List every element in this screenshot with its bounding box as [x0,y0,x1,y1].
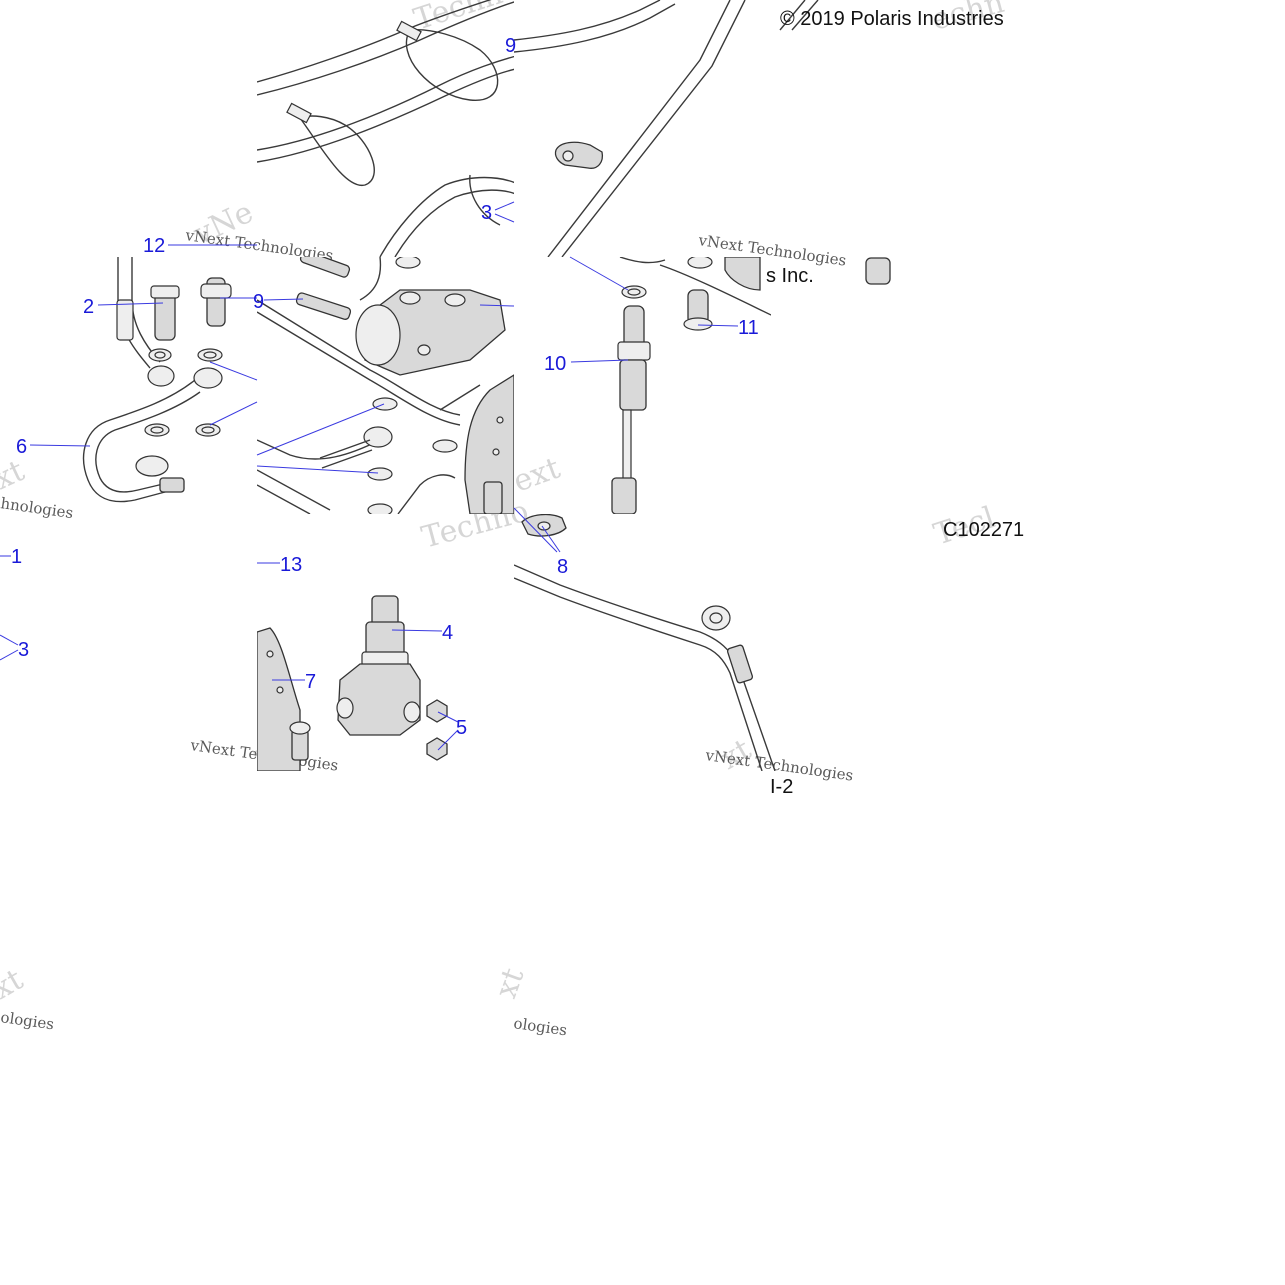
watermark-layer: Techno vNe xt Techno ext echn Tecl Tec x… [0,0,1008,1039]
drawing-number: C102271 [943,519,1024,541]
callout-2: 2 [83,296,94,318]
watermark-brand: hnologies [0,494,74,522]
callout-5: 5 [456,717,467,739]
callout-13: 13 [280,554,302,576]
watermark-brand: vNext Technologies [696,231,847,270]
watermark-fragment: xt [0,962,29,1007]
callout-3: 3 [481,202,492,224]
callout-9: 9 [505,35,516,57]
reference-fragment: I-2 [770,776,793,798]
tile-fitting-stub: s Inc. [766,257,891,287]
copyright-notice: © 2019 Polaris Industries [780,8,1004,30]
tile-valve-block [257,257,514,514]
callout-11: 11 [738,317,759,339]
watermark-fragment: xt [489,964,532,1003]
watermark-brand: ologies [0,1008,55,1033]
callout-4: 4 [442,622,453,644]
tile-brake-line-eyelet: I-2 [514,514,793,798]
tile-brake-lines-left [82,257,232,503]
tile-proportioning-valve [257,595,448,771]
watermark-fragment: Techno [410,0,524,38]
tile-cable-ties [257,0,514,257]
callout-10: 10 [544,353,566,375]
tile-banjo-switch [611,257,771,514]
watermark-fragment: ext [509,451,565,500]
callout-3: 3 [18,639,29,661]
callout-labels: 12 2 9 9 3 6 1 3 13 4 7 5 10 11 8 [11,35,759,739]
callout-6: 6 [16,436,27,458]
watermark-fragment: xt [0,453,30,497]
callout-8: 8 [557,556,568,578]
copyright-fragment: s Inc. [766,265,814,287]
watermark-brand: ologies [512,1014,568,1039]
callout-1: 1 [11,546,22,568]
tile-frame-clip: © 2019 Polaris Industries [514,0,1004,257]
callout-7: 7 [305,671,316,693]
callout-9: 9 [253,291,264,313]
callout-12: 12 [143,235,165,257]
leader-lines [0,201,739,751]
